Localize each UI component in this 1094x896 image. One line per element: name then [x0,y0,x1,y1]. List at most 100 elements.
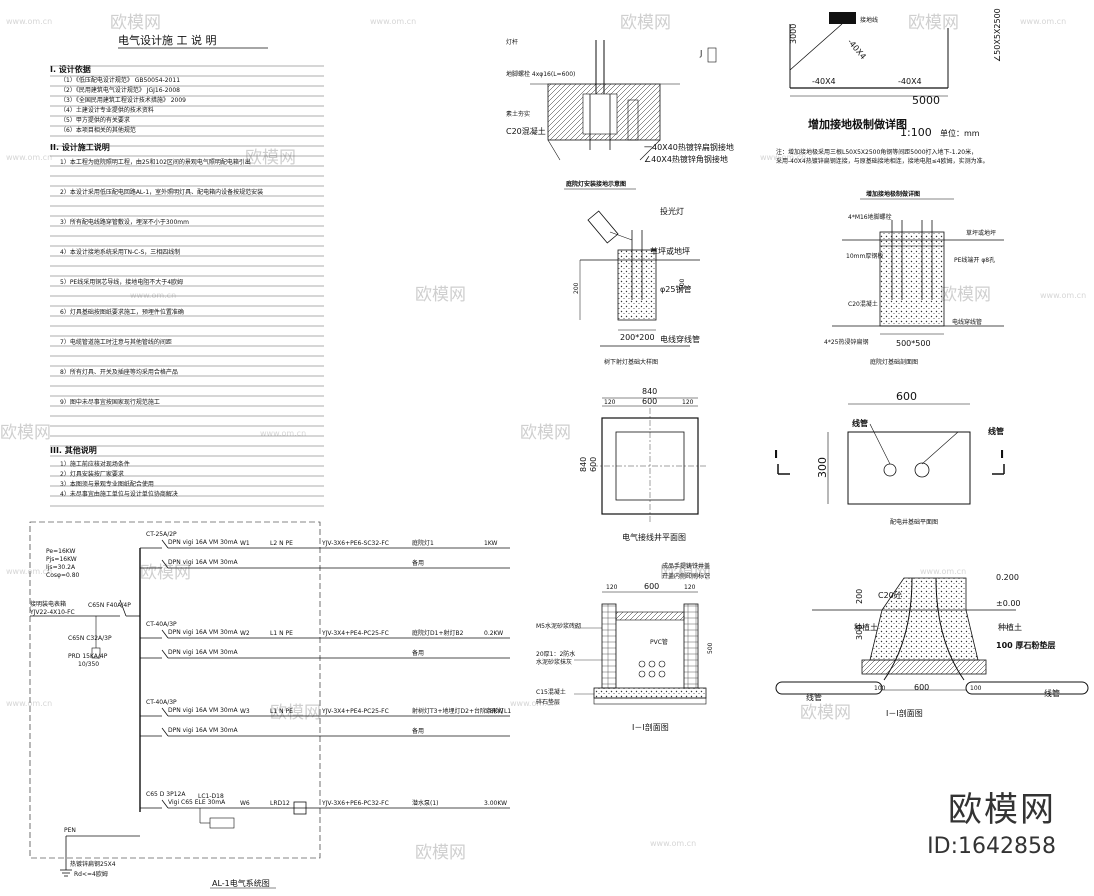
section-mark-left: I [774,448,778,461]
circuit-rcd: DPN vigi 16A VM 30mA [168,559,239,566]
pit-dim-840-v: 840 [579,457,588,472]
notes-item: 1）施工前应核对现场条件 [60,460,130,468]
notes-item: （1）《低压配电设计规范》 GB50054-2011 [60,76,180,84]
pit-dim-120-a: 120 [604,399,616,406]
pit-dim-600-v: 600 [589,457,598,472]
pipe-sec-level-zero: ±0.00 [996,599,1021,608]
pipe-plan: 线管 线管 600 300 I I 配电井基础平面图 [774,390,1005,526]
incoming-label: 接明装电表箱 [30,600,66,608]
circuit-load: 备用 [412,727,424,735]
circuit-cable: YJV-3X4+PE4-PC25-FC [321,630,389,637]
circuit-rcd: DPN vigi 16A VM 30mA [168,629,239,636]
watermark-brand: 欧模网 [110,13,161,33]
param-cos: Cosφ=0.80 [46,572,80,579]
ground-flat-label-2: -40X4 [812,77,836,86]
brand-id: ID:1642858 [927,834,1056,859]
pit-c15-label: C15混凝土 [536,688,566,696]
notes-item: 4）未尽事宜由施工单位与设计单位协商解决 [60,490,178,498]
spd-device: PRD 15KA/4P [68,653,108,660]
pen-label: PEN [64,827,76,834]
watermark-brand: 欧模网 [660,563,711,583]
watermark-url: www.om.cn [1040,291,1086,300]
ground-note-1: 注：增加接地极采用三根L50X5X2500角钢等间距5000打入地下-1.20米… [776,148,977,156]
circuit-rcd: DPN vigi 16A VM 30mA [168,727,239,734]
notes-item: 1）本工程为庭院照明工程，由25和102区间的景观电气照明配电箱引出 [60,158,251,166]
watermark-brand: 欧模网 [940,285,991,305]
lamp-c20-label: C20混凝土 [848,300,878,308]
ground-detail-title: 增加接地极制做详图 [808,117,907,131]
circuit-rcd: DPN vigi 16A VM 30mA [168,649,239,656]
notes-item: （2）《民用建筑电气设计规范》 JGJ16-2008 [60,86,180,94]
pipe-label-2: 线管 [988,426,1004,436]
notes-item: 7）电缆管道施工时注意与其他管线的间距 [60,338,172,346]
notes-section-2: II. 设计施工说明 [50,142,110,152]
pit-plaster-label: 水泥砂浆抹灰 [536,658,572,666]
system-diagram: Pe=16KW Pjs=16KW Ijs=30.2A Cosφ=0.80 接明装… [29,521,511,889]
pipe-sec-pipe-left: 线管 [806,692,822,702]
circuit-code: W2 [240,630,250,637]
watermark-url: www.om.cn [760,153,806,162]
spotlight-base-detail: 投光灯 草坪或地坪 φ25钢管 电线穿线管 200 500 200*200 树下… [573,206,700,366]
dim-500x500: 500*500 [896,339,931,348]
notes-item: 5）PE线采用铜芯导线，接地电阻不大于4欧姆 [60,278,183,286]
ground-flat-label-3: -40X4 [898,77,922,86]
ground-conductor: 热镀锌扁钢25X4 [70,860,116,868]
notes-item: 2）本设计采用低压配电回路AL-1，室外照明灯具、配电箱内设备按规范安装 [60,188,263,196]
ground-unit: 单位：mm [940,128,980,138]
lawn-label: 草坪或地坪 [650,246,690,256]
courtyard-lamp-section: 灯杆 地脚螺栓 4xφ16(L=600) 素土夯实 C20混凝土 一40X40热… [506,38,734,190]
pipe-sec-level-top: 0.200 [996,573,1019,582]
watermark-brand: 欧模网 [270,703,321,723]
projector-label: 投光灯 [660,206,684,216]
notes-item: （3）《全国民用建筑工程设计技术措施》 2009 [60,96,186,104]
spd-breaker: C65N C32A/3P [68,635,112,642]
watermark-url: www.om.cn [6,567,52,576]
pipe-sec-dim-200: 200 [855,589,864,604]
flatsteel-label: 4*25热浸锌扁钢 [824,338,868,346]
ground-angle-label: ∠50X5X2500 [993,8,1002,62]
dim-500: 500 [679,278,686,290]
pipe-dim-300: 300 [816,457,829,478]
ground-resistance: Rd<=4欧姆 [74,870,108,878]
notes-item: 2）灯具安装按厂家要求 [60,470,124,478]
pipe-sec-soil-label: 种植土 [854,622,878,632]
circuit-breaker: C65 D 3P12A [146,791,186,798]
circuit-breaker: CT-40A/3P [146,699,177,706]
watermark-layer: 欧模网 欧模网 欧模网 欧模网 欧模网 欧模网 欧模网 欧模网 欧模网 欧模网 … [0,13,1086,863]
c20-label: C20混凝土 [506,126,546,136]
notes-item: （6）本项目相关的其他规范 [60,126,136,134]
circuit-phase: LRD12 [270,800,290,807]
circuit-code: W1 [240,540,250,547]
courtyard-section-title: 庭院灯安装接地示意图 [566,180,626,188]
notes-title: 电气设计施 工 说 明 [118,33,217,47]
notes-section-1: I. 设计依据 [50,64,91,74]
circuit-cable: YJV-3X6+PE6-SC32-FC [321,540,389,547]
bolt-label: 4*M16地脚螺栓 [848,213,892,221]
ground-note-2: 采用-40X4热镀锌扁钢连接，与原基础接地相连，接地电阻≤4欧姆，实测为准。 [776,157,989,165]
notes-item: 6）灯具基础按图纸要求施工，预埋件位置准确 [60,308,184,316]
pit-sec-500: 500 [707,642,714,654]
watermark-url: www.om.cn [260,429,306,438]
pit-waterproof-label: 20厚1：2防水 [536,650,575,658]
lamp-pole-label: 灯杆 [506,38,518,46]
ground-detail-subtitle: 增加接地极制做详图 [866,190,920,198]
pit-sec-600: 600 [644,582,659,591]
angle-steel-label: ∠40X4热镀锌角钢接地 [644,154,728,164]
pipe-section: C20砼 种植土 种植土 100 厚石粉垫层 线管 线管 0.200 ±0.00… [775,573,1089,718]
param-pe: Pe=16KW [46,548,75,555]
pit-section: 120 600 120 500 成品手提铸铁井盖 开盖内侧印刷标识 M5水泥砂浆… [536,562,714,732]
pipe-sec-dim-100-a: 100 [874,685,886,692]
pit-brick-label: M5水泥砂浆砖砌 [536,622,581,630]
flat-steel-label: 一40X40热镀锌扁钢接地 [644,142,734,152]
conduit-label: 电线穿线管 [660,334,700,344]
watermark-url: www.om.cn [6,153,52,162]
lamp-base-title: 庭院灯基础剖面图 [870,358,918,366]
circuit-cable: YJV-3X4+PE4-PC25-FC [321,708,389,715]
circuit-rcd: DPN vigi 16A VM 30mA [168,539,239,546]
ground-line-label: 接地线 [860,16,878,24]
